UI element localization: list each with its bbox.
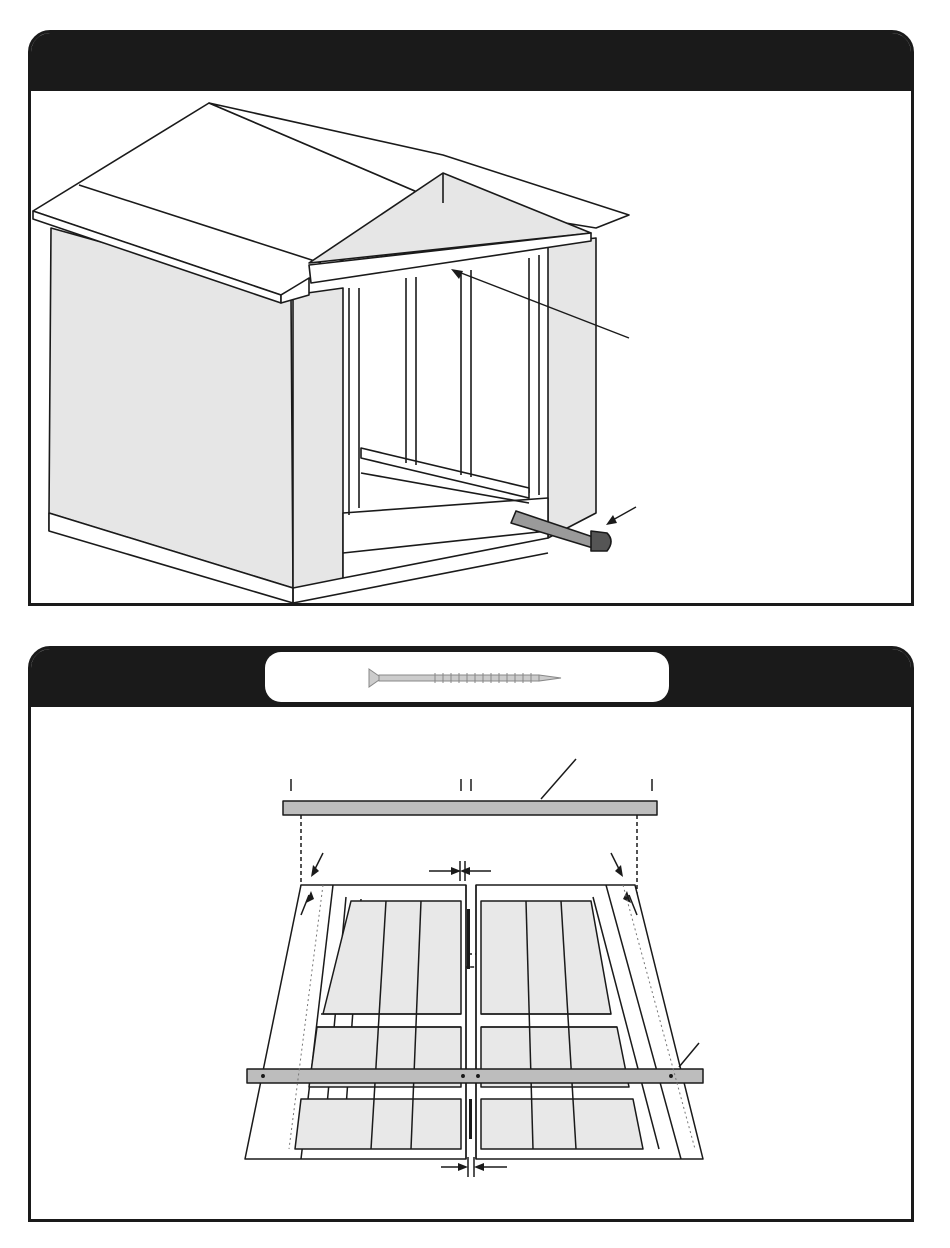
- top-board: [283, 801, 657, 815]
- saw-handle: [591, 531, 611, 551]
- bottom-board: [247, 1069, 703, 1083]
- shed-assembly-panel: [28, 30, 914, 606]
- bottom-board-leader: [679, 1043, 699, 1067]
- floor-frame-illustration: [31, 649, 911, 1219]
- shed-illustration: [31, 33, 911, 603]
- gable-header-arrow: [456, 271, 629, 338]
- shed-front-left-post: [293, 288, 343, 588]
- shed-front-right-wall: [548, 238, 596, 538]
- floor-frame-panel: [28, 646, 914, 1222]
- shed-floor: [343, 498, 548, 578]
- top-board-leader: [541, 759, 576, 799]
